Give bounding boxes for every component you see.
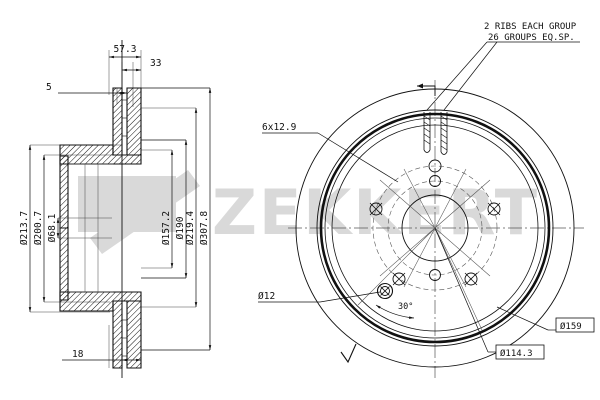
section-profile-lower [59, 227, 142, 369]
box-text-dia-159: Ø159 [560, 321, 582, 332]
bolt-hole [428, 159, 442, 173]
dim-text-200-7: Ø200.7 [33, 211, 44, 245]
radial-construction-lines [357, 168, 491, 331]
friction-band-circle [319, 112, 551, 344]
dim-text-307-8: Ø307.8 [199, 211, 210, 246]
leader-6x12-9 [262, 132, 399, 183]
ribs-note-leaders [426, 41, 580, 111]
bolt-hole [369, 202, 383, 216]
dim-text-68-1: Ø68.1 [47, 213, 58, 242]
note-text-ribs-2: 26 GROUPS EQ.SP. [488, 33, 575, 43]
angle-dimension-30 [375, 304, 415, 319]
surface-finish-symbol [340, 343, 357, 364]
plain-hole-top [429, 175, 441, 187]
friction-outer-circle [316, 109, 554, 347]
bolt-hole [464, 272, 478, 286]
callout-text-dia-12: Ø12 [258, 291, 275, 302]
dim-text-18: 18 [72, 349, 84, 360]
dim-text-190: Ø190 [175, 216, 186, 239]
hub-bore-circle [401, 194, 469, 262]
dim-text-5: 5 [46, 82, 52, 93]
face-centre-lines [288, 80, 584, 378]
bolt-hole [487, 202, 501, 216]
box-text-dia-114-3: Ø114.3 [500, 348, 533, 359]
hat-outer-circle [331, 124, 539, 332]
section-arrow-flag [417, 83, 436, 96]
rib-2 [440, 112, 448, 155]
plain-holes [429, 175, 441, 281]
bolt-circle [372, 165, 498, 291]
cross-section-view [28, 40, 212, 378]
callout-text-6x12-9: 6x12.9 [262, 122, 297, 133]
dim-text-57-3: 57.3 [114, 44, 137, 55]
wheel-bolt-holes [369, 159, 501, 286]
section-view-labels: 57.3 33 5 18 Ø213.7 Ø200.7 Ø68.1 Ø157.2 … [19, 44, 210, 360]
cooling-ribs-detail [423, 112, 448, 155]
face-view [258, 41, 595, 378]
leader-dia-114-3 [434, 227, 545, 360]
locating-hole [376, 282, 394, 300]
dim-text-213-7: Ø213.7 [19, 211, 30, 245]
face-view-labels: 2 RIBS EACH GROUP 26 GROUPS EQ.SP. 6x12.… [258, 22, 582, 359]
rib-1 [423, 112, 431, 153]
dim-text-157-2: Ø157.2 [161, 211, 172, 245]
hole-pitch-circle [387, 180, 483, 276]
leader-dia-159 [496, 306, 595, 333]
note-text-ribs-1: 2 RIBS EACH GROUP [484, 22, 577, 32]
dim-text-219-4: Ø219.4 [185, 211, 196, 246]
section-profile-upper [59, 87, 142, 229]
friction-inner-circle [324, 117, 546, 339]
watermark-zekkert: ZEKKERT [78, 170, 537, 254]
dim-text-33: 33 [150, 58, 161, 69]
bolt-hole [392, 272, 406, 286]
plain-hole-bottom [429, 269, 441, 281]
leader-dia-12 [258, 291, 381, 303]
callout-text-angle-30: 30° [398, 302, 413, 312]
